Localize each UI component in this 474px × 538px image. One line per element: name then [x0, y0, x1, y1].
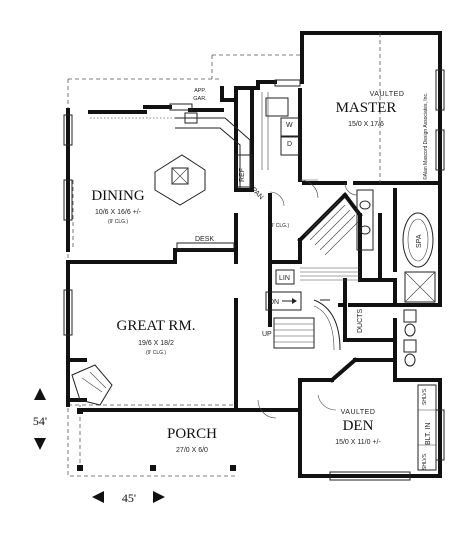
- labels: VAULTED MASTER 15/0 X 17/6 DINING 10/6 X…: [33, 88, 432, 505]
- arrow-right-icon: [153, 491, 165, 503]
- den-dims: 15/0 X 11/0 +/-: [335, 439, 381, 446]
- dimension-arrows: [34, 388, 165, 503]
- porch-columns: [77, 408, 236, 471]
- laundry: [261, 92, 300, 170]
- porch-name: PORCH: [167, 426, 217, 442]
- ref-label: REF: [239, 168, 246, 182]
- master-dims: 15/0 X 17/6: [348, 121, 384, 128]
- up-label: UP: [262, 331, 272, 338]
- den-builtins: [417, 384, 437, 471]
- great-room-ceiling: (9' CLG.): [146, 350, 166, 356]
- dashed-outlines: [67, 54, 302, 477]
- windows: [63, 69, 445, 481]
- great-room-dims: 19/6 X 18/2: [138, 340, 174, 347]
- app-label: APP.: [194, 88, 206, 94]
- den-name: DEN: [343, 418, 374, 434]
- built-in-label: BLT. IN: [425, 423, 432, 445]
- fireplace: [71, 364, 113, 406]
- shelves-top-label: SHLVS.: [422, 388, 428, 405]
- master-name: MASTER: [336, 100, 397, 116]
- gar-label: GAR.: [193, 96, 207, 102]
- copyright: ©Alan Mascord Design Associates, Inc.: [422, 93, 429, 180]
- lin-label: LIN: [279, 275, 290, 282]
- desk: [176, 242, 235, 250]
- arrow-left-icon: [92, 491, 104, 503]
- kitchen: [90, 112, 253, 206]
- overall-width: 45': [122, 491, 136, 505]
- doors: [257, 179, 358, 419]
- pan-label: PAN: [250, 186, 265, 201]
- shelves-bottom-label: SHLVS.: [422, 453, 428, 470]
- spa-label: SPA: [416, 234, 423, 248]
- great-room-name: GREAT RM.: [117, 318, 196, 334]
- stairs: [265, 199, 360, 351]
- walls: [66, 31, 442, 478]
- overall-depth: 54': [33, 414, 47, 428]
- dn-label: DN: [269, 299, 279, 306]
- desk-label: DESK: [195, 236, 214, 243]
- dryer-label: D: [287, 141, 292, 148]
- washer-label: W: [286, 122, 293, 129]
- arrow-up-icon: [34, 388, 46, 400]
- dining-dims: 10/6 X 16/6 +/-: [95, 209, 142, 216]
- kitchen-island: [154, 154, 206, 206]
- arrow-down-icon: [34, 438, 46, 450]
- master-bath: [356, 33, 436, 367]
- ducts-label: DUCTS: [357, 309, 364, 333]
- porch-dims: 27/0 X 6/0: [176, 447, 208, 454]
- den-vaulted: VAULTED: [341, 409, 376, 416]
- master-vaulted: VAULTED: [370, 91, 405, 98]
- dining-ceiling: (9' CLG.): [108, 219, 128, 225]
- spa-tub: [402, 212, 434, 268]
- hall-ceiling: (9' CLG.): [269, 223, 289, 229]
- dining-name: DINING: [91, 188, 144, 204]
